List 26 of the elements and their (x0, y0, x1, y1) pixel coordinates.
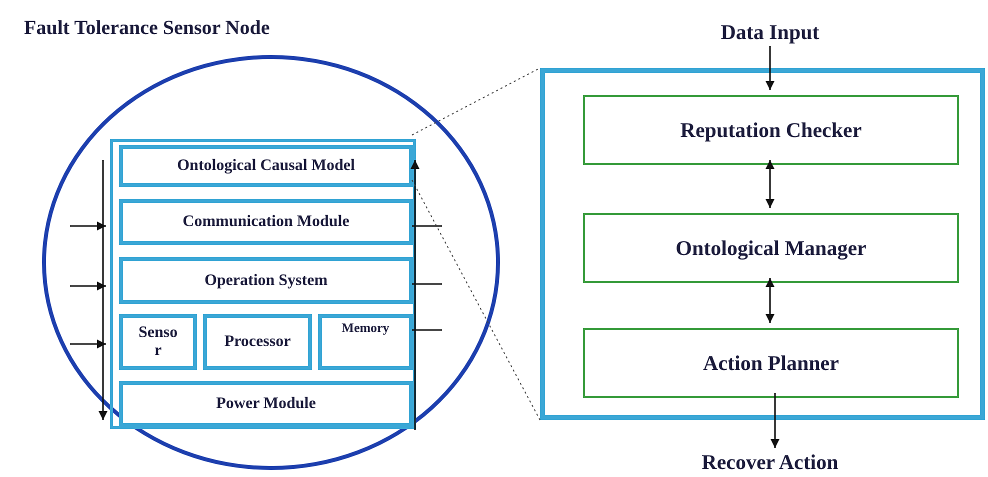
arrow (70, 222, 106, 230)
module-box: Action Planner (583, 328, 959, 398)
module-box: Senso r (119, 314, 197, 370)
arrow (70, 282, 106, 290)
arrow (70, 340, 106, 348)
detail-panel (540, 68, 985, 420)
arrow (410, 160, 420, 430)
arrow (98, 160, 108, 420)
module-box: Reputation Checker (583, 95, 959, 165)
zoom-line (412, 180, 540, 420)
module-box: Ontological Causal Model (119, 145, 413, 187)
layer-stack-frame (110, 139, 416, 429)
arrow (770, 393, 780, 448)
module-box: Processor (203, 314, 312, 370)
arrow (766, 46, 774, 90)
module-box: Communication Module (119, 199, 413, 245)
io-label: Data Input (690, 18, 850, 46)
module-box: Ontological Manager (583, 213, 959, 283)
node-title: Fault Tolerance Sensor Node (24, 17, 270, 40)
module-box: Operation System (119, 257, 413, 304)
arrow (766, 278, 774, 323)
module-box: Power Module (119, 381, 413, 427)
zoom-line (412, 68, 540, 136)
arrow (766, 160, 774, 208)
module-box: Memory (318, 314, 413, 370)
io-label: Recover Action (670, 448, 870, 476)
